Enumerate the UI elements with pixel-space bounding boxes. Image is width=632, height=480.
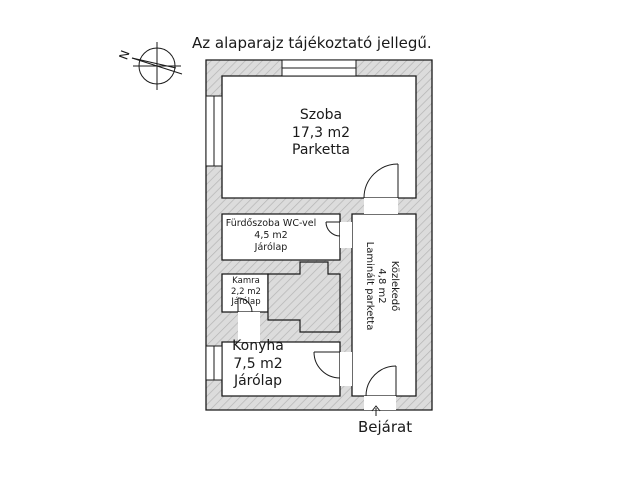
room-area: 7,5 m2 [233, 355, 283, 372]
disclaimer-note: Az alaparajz tájékoztató jellegű. [192, 34, 432, 52]
room-name: Konyha [232, 338, 284, 354]
room-szoba-label: Szoba 17,3 m2 Parketta [292, 107, 350, 160]
room-name: Közlekedő [388, 260, 400, 312]
entrance-arrow [371, 405, 381, 416]
room-area: 2,2 m2 [231, 286, 261, 297]
room-floor: Laminált parketta [363, 241, 375, 331]
entrance-label: Bejárat [358, 418, 413, 436]
room-konyha-label: Konyha 7,5 m2 Járólap [232, 338, 284, 391]
room-floor: Járólap [254, 241, 288, 253]
room-area: 4,5 m2 [254, 229, 288, 241]
room-name: Kamra [232, 276, 260, 286]
room-kamra-label: Kamra 2,2 m2 Járólap [231, 276, 261, 308]
room-kozlekedo-label: Közlekedő 4,8 m2 Laminált parketta [362, 242, 400, 331]
room-area: 4,8 m2 [376, 268, 388, 304]
doors [237, 163, 399, 410]
room-floor: Járólap [233, 373, 283, 389]
room-floor: Járólap [231, 297, 261, 308]
room-name: Szoba [299, 107, 343, 123]
room-name: Fürdőszoba WC-vel [225, 218, 317, 229]
windows [205, 59, 357, 381]
chimney-block [267, 261, 341, 333]
compass-icon [131, 42, 183, 90]
room-area: 17,3 m2 [291, 124, 351, 141]
room-furdoszoba-label: Fürdőszoba WC-vel 4,5 m2 Járólap [226, 218, 316, 254]
room-floor: Parketta [292, 142, 350, 158]
